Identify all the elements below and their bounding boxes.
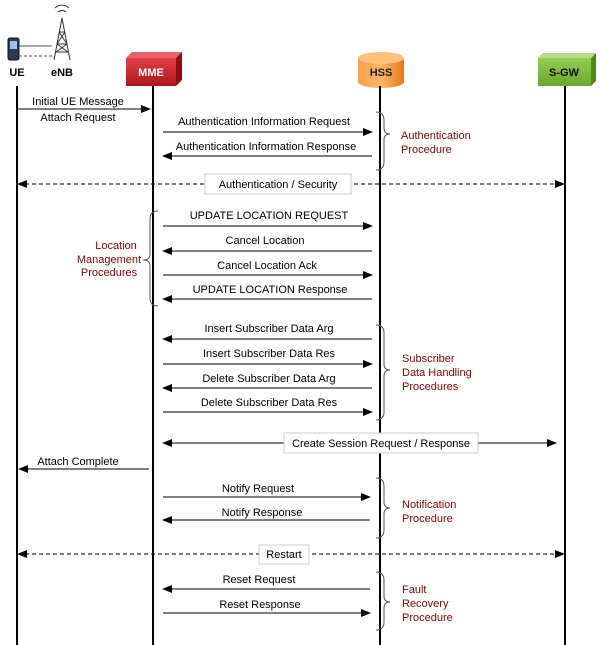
delete-subscriber-arg-label: Delete Subscriber Data Arg [202, 373, 335, 385]
notification-procedure-brace [375, 477, 391, 539]
mme-label: MME [138, 67, 164, 79]
ue-label: UE [9, 67, 24, 79]
sgw-label: S-GW [549, 67, 580, 79]
location-procedure-line2: Management [77, 254, 141, 266]
auth-procedure-line2: Procedure [401, 144, 452, 156]
attach-request-label: Attach Request [40, 112, 115, 124]
restart-label: Restart [266, 549, 301, 561]
fault-procedure-line2: Recovery [402, 598, 449, 610]
hss-database-icon: HSS [358, 52, 404, 88]
location-procedure-line1: Location [95, 240, 137, 252]
phone-icon [7, 37, 20, 61]
auth-procedure-brace [375, 111, 391, 171]
reset-request-label: Reset Request [223, 574, 296, 586]
reset-response-label: Reset Response [219, 599, 300, 611]
subscriber-procedure-line2: Data Handling [402, 367, 472, 379]
update-location-response-label: UPDATE LOCATION Response [193, 284, 348, 296]
fault-procedure-line1: Fault [402, 584, 426, 596]
notify-request-label: Notify Request [222, 483, 294, 495]
auth-info-request-label: Authentication Information Request [178, 116, 350, 128]
cancel-location-ack-label: Cancel Location Ack [217, 260, 317, 272]
notify-response-label: Notify Response [222, 507, 303, 519]
insert-subscriber-res-label: Insert Subscriber Data Res [203, 348, 336, 360]
location-procedure-brace [142, 210, 159, 307]
auth-security-label: Authentication / Security [219, 179, 338, 191]
update-location-request-label: UPDATE LOCATION REQUEST [190, 210, 349, 222]
insert-subscriber-arg-label: Insert Subscriber Data Arg [204, 323, 333, 335]
notification-procedure-line1: Notification [402, 499, 456, 511]
subscriber-procedure-line1: Subscriber [402, 353, 455, 365]
delete-subscriber-res-label: Delete Subscriber Data Res [201, 397, 338, 409]
subscriber-procedure-line3: Procedures [402, 381, 459, 393]
hss-label: HSS [370, 67, 393, 79]
create-session-box [283, 432, 479, 454]
fault-procedure-brace [375, 571, 391, 631]
create-session-label: Create Session Request / Response [292, 438, 470, 450]
mme-node: MME [126, 52, 182, 86]
cancel-location-label: Cancel Location [226, 235, 305, 247]
sgw-node: S-GW [538, 53, 596, 86]
enb-label: eNB [51, 67, 73, 79]
notification-procedure-line2: Procedure [402, 513, 453, 525]
subscriber-procedure-brace [375, 324, 391, 421]
auth-security-box [204, 173, 352, 195]
restart-box [258, 544, 310, 565]
auth-info-response-label: Authentication Information Response [176, 141, 356, 153]
location-procedure-line3: Procedures [81, 267, 138, 279]
antenna-tower-icon [53, 4, 71, 61]
initial-ue-message-label: Initial UE Message [32, 96, 124, 108]
auth-procedure-line1: Authentication [401, 130, 471, 142]
attach-complete-label: Attach Complete [37, 456, 118, 468]
fault-procedure-line3: Procedure [402, 612, 453, 624]
